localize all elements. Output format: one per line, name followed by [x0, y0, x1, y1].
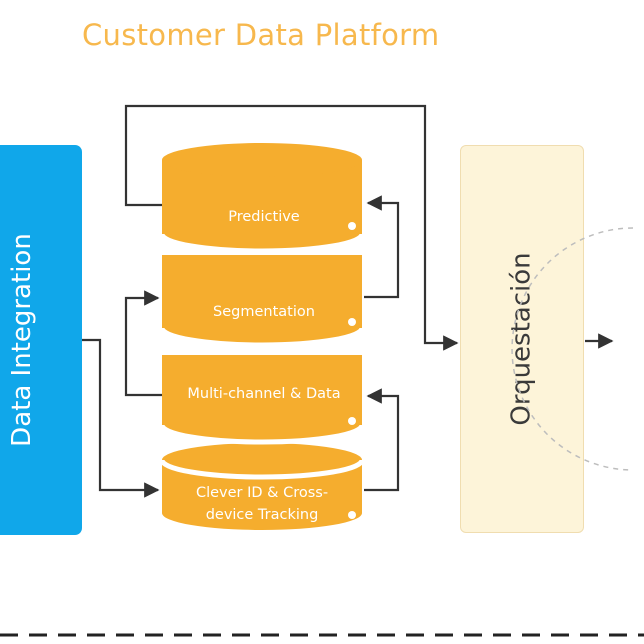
integration-to-cleverid-arrow — [82, 338, 160, 498]
orchestration-block — [460, 145, 584, 533]
database-stack — [159, 143, 365, 530]
layer-multichannel-segment — [159, 355, 365, 445]
layer-clever-id-segment — [159, 443, 365, 530]
layer-dot-icon — [348, 318, 356, 326]
predictive-to-orchestration-arrow — [124, 104, 459, 351]
layer-dot-icon — [348, 222, 356, 230]
layer-predictive-label: Predictive — [228, 209, 300, 225]
multichannel-to-segmentation-arrow — [124, 290, 162, 397]
segmentation-to-predictive-arrow — [364, 195, 400, 299]
channels-dashed-circle — [511, 227, 634, 471]
connectors — [82, 104, 614, 498]
layer-segmentation-label: Segmentation — [213, 304, 315, 320]
layer-dot-icon — [348, 417, 356, 425]
data-integration-block — [0, 145, 82, 535]
layer-dot-icon — [348, 511, 356, 519]
layer-segmentation-segment — [159, 255, 365, 348]
layer-cleverid-label: Clever ID & Cross-device Tracking — [195, 485, 329, 523]
cleverid-to-multichannel-arrow — [364, 388, 400, 492]
layer-predictive-segment — [159, 143, 365, 254]
diagram-title: Customer Data Platform — [82, 18, 440, 52]
layer-multichannel-label: Multi-channel & Data — [187, 386, 341, 402]
